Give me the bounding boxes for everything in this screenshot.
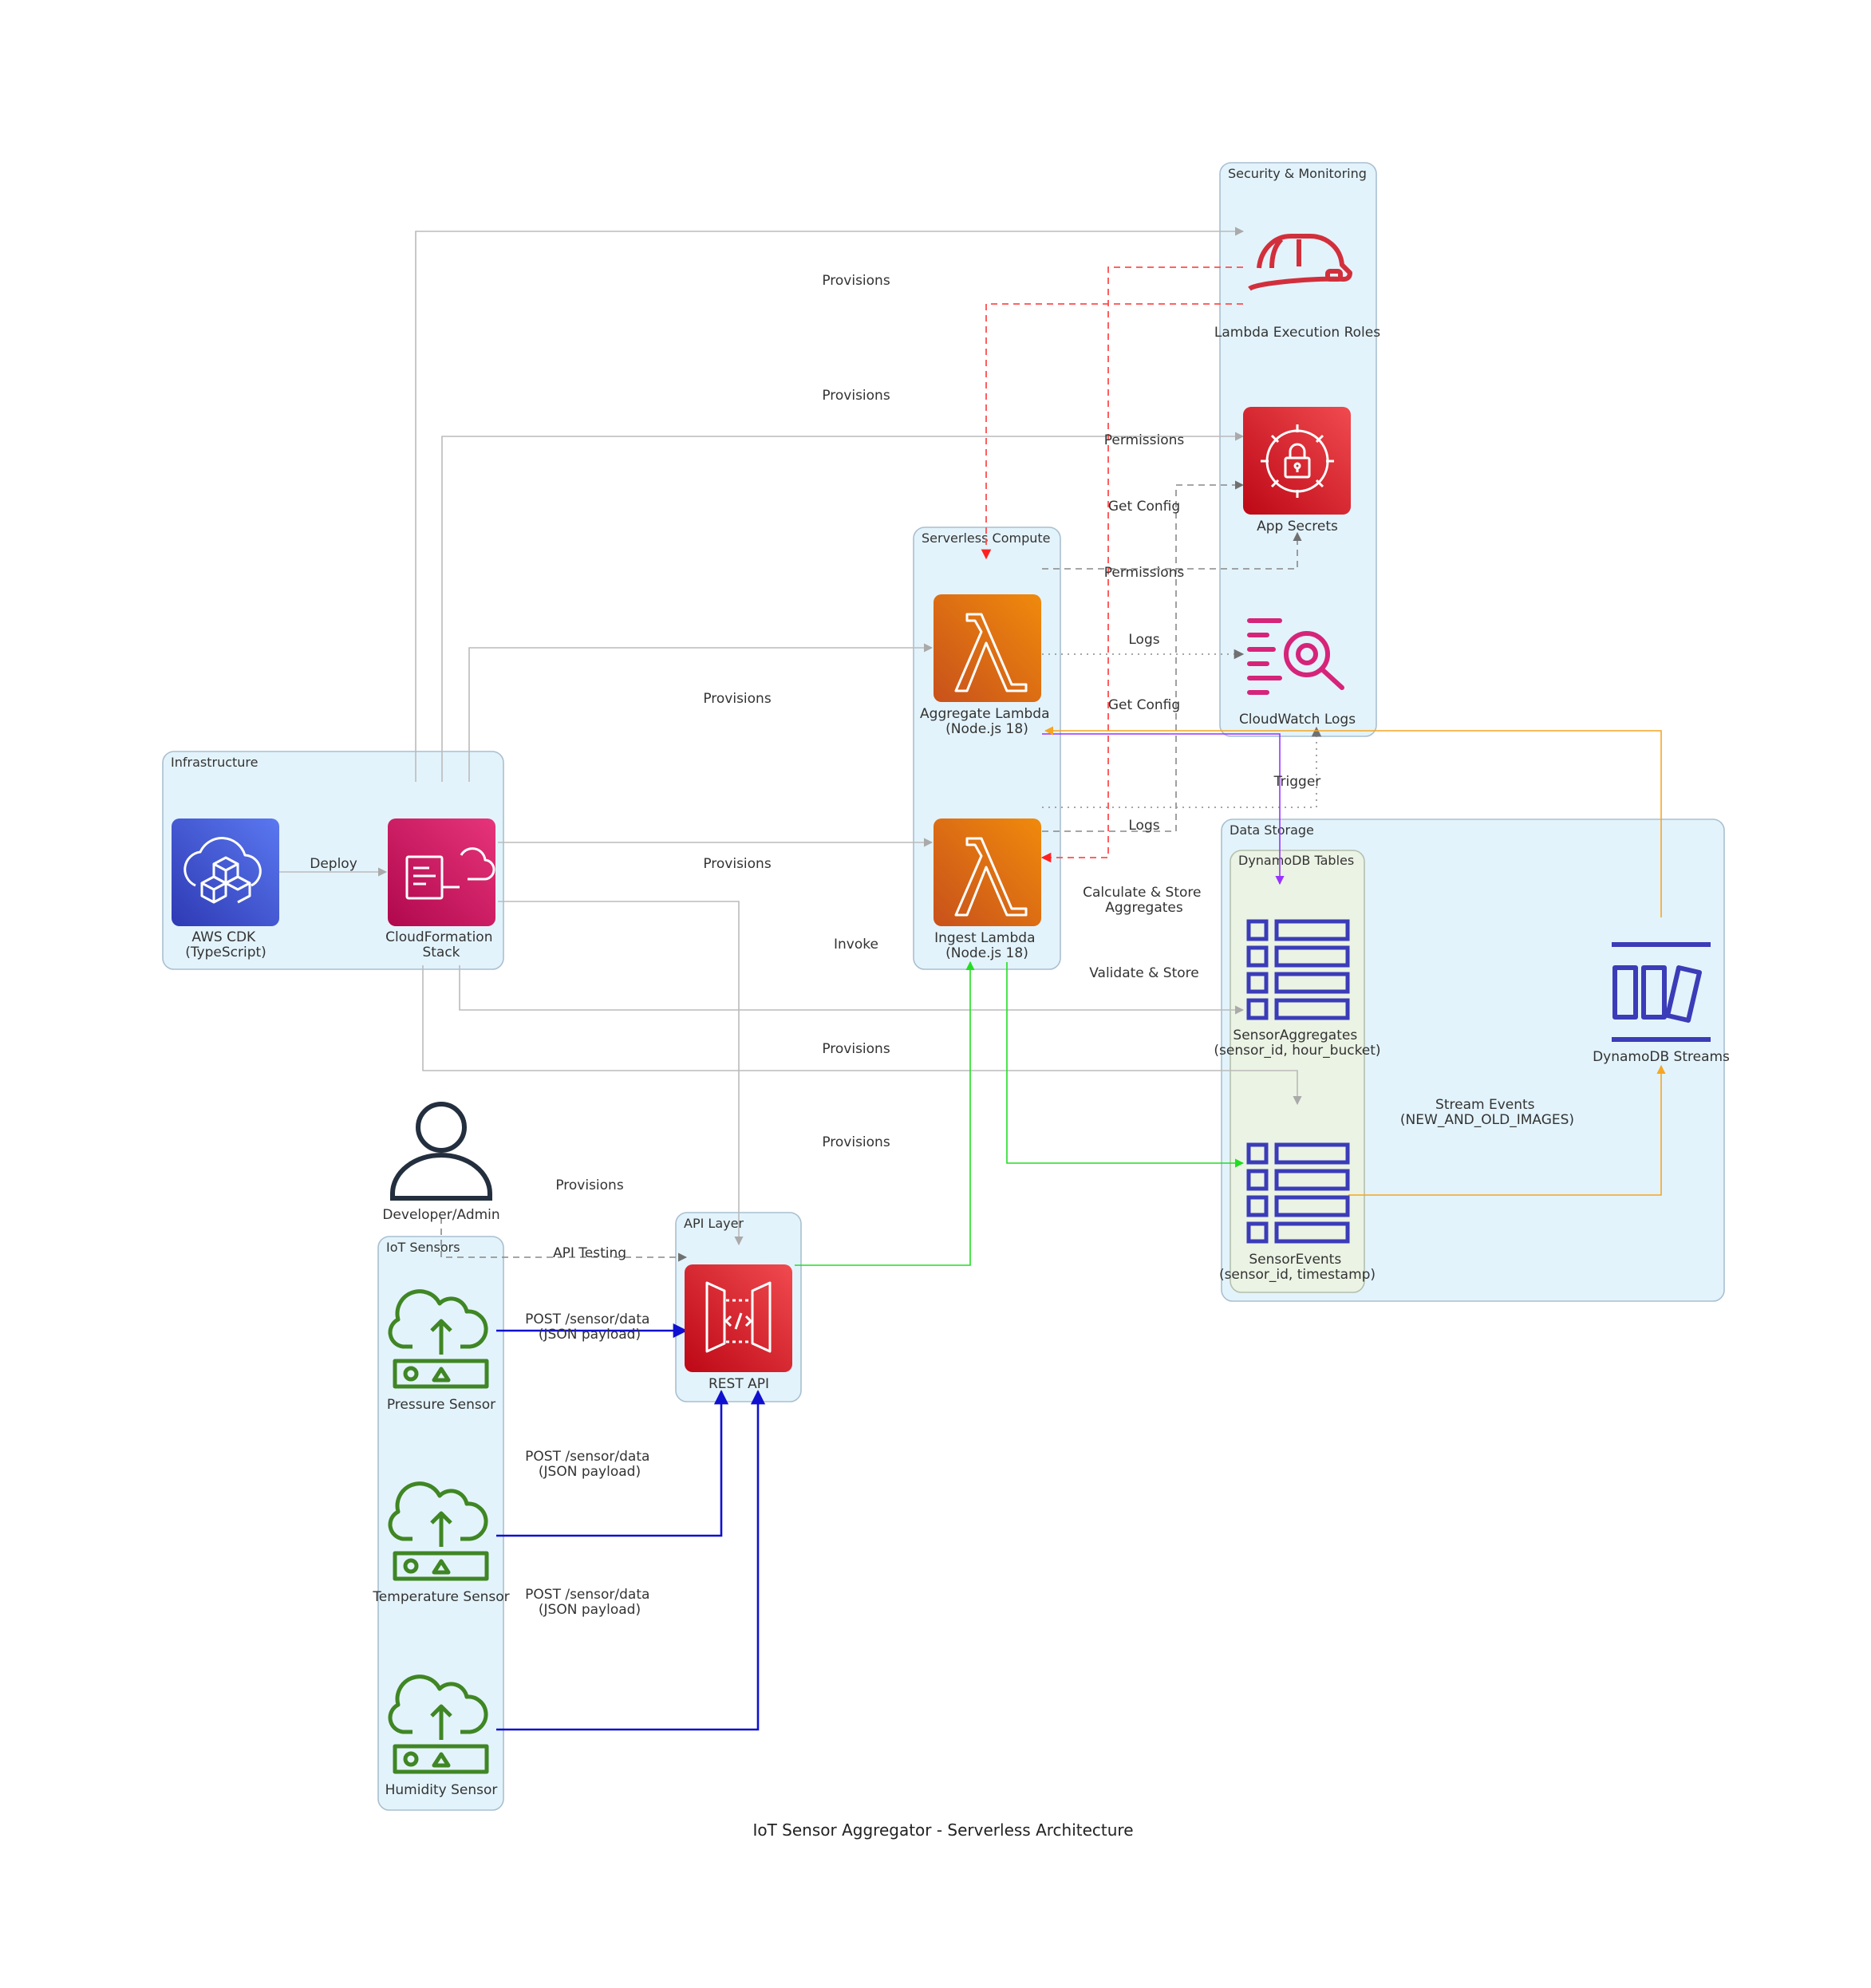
label-provisions-aggregate: Provisions (703, 691, 772, 707)
temperature-sensor-label: Temperature Sensor (372, 1589, 509, 1605)
group-label-dynamodb-tables: DynamoDB Tables (1238, 853, 1354, 868)
label-provisions-ingest: Provisions (703, 856, 772, 872)
label-deploy: Deploy (310, 856, 357, 872)
label-post-humidity: POST /sensor/data (JSON payload) (525, 1587, 654, 1618)
label-provisions-roles: Provisions (822, 273, 890, 289)
node-humidity-sensor[interactable]: Humidity Sensor (385, 1674, 498, 1798)
node-dynamodb-streams[interactable]: DynamoDB Streams (1593, 942, 1730, 1065)
label-logs-1: Logs (1128, 632, 1159, 648)
iot-sensor-icon (388, 1289, 489, 1389)
config-edges (440, 480, 1302, 1262)
edge-provisions-secrets (441, 432, 1245, 782)
label-get-config-1: Get Config (1108, 499, 1180, 515)
node-developer[interactable]: Developer/Admin (382, 1102, 500, 1223)
node-app-secrets[interactable]: App Secrets (1243, 407, 1351, 534)
edge-permissions-aggregate (981, 303, 1243, 560)
label-trigger: Trigger (1273, 774, 1321, 790)
sensor-events-label: SensorEvents (sensor_id, timestamp) (1219, 1252, 1376, 1283)
label-permissions-2: Permissions (1104, 565, 1185, 581)
label-provisions-secrets: Provisions (822, 388, 890, 404)
label-provisions-events-table: Provisions (822, 1134, 890, 1150)
app-secrets-label: App Secrets (1257, 519, 1338, 534)
dynamodb-table-icon (1246, 1142, 1350, 1244)
label-provisions-api: Provisions (555, 1177, 624, 1193)
label-logs-2: Logs (1128, 818, 1159, 834)
group-label-api-layer: API Layer (684, 1216, 744, 1231)
cloudwatch-logs-label: CloudWatch Logs (1239, 712, 1356, 728)
lambda-roles-label: Lambda Execution Roles (1214, 325, 1380, 341)
secrets-manager-icon (1243, 407, 1351, 515)
permission-edges (981, 266, 1243, 863)
edge-post-humidity (496, 1390, 766, 1731)
group-label-infrastructure: Infrastructure (171, 755, 258, 770)
sensor-aggregates-label: SensorAggregates (sensor_id, hour_bucket… (1214, 1028, 1380, 1059)
node-ingest-lambda[interactable]: Ingest Lambda (Node.js 18) (934, 818, 1041, 961)
node-aws-cdk[interactable]: AWS CDK (TypeScript) (172, 818, 279, 960)
edge-trigger (1044, 726, 1662, 917)
node-sensor-aggregates[interactable]: SensorAggregates (sensor_id, hour_bucket… (1214, 919, 1381, 1059)
edge-labels: Deploy Provisions Provisions Provisions … (310, 273, 1574, 1618)
cloudwatch-logs-icon (1247, 618, 1344, 695)
label-calc-store: Calculate & Store Aggregates (1083, 885, 1206, 916)
pressure-sensor-label: Pressure Sensor (387, 1397, 495, 1413)
humidity-sensor-label: Humidity Sensor (385, 1782, 498, 1798)
node-pressure-sensor[interactable]: Pressure Sensor (387, 1289, 495, 1413)
label-get-config-2: Get Config (1108, 697, 1180, 713)
edge-get-config-aggregate (1042, 531, 1302, 570)
node-aggregate-lambda[interactable]: Aggregate Lambda (Node.js 18) (920, 594, 1054, 737)
node-temperature-sensor[interactable]: Temperature Sensor (372, 1481, 510, 1605)
edge-invoke (795, 960, 975, 1266)
group-label-serverless-compute: Serverless Compute (922, 531, 1050, 546)
edge-provisions-api (498, 901, 744, 1246)
user-icon (390, 1102, 492, 1201)
sensor-edges (496, 1323, 766, 1731)
cloudformation-label: CloudFormation Stack (385, 929, 497, 960)
developer-label: Developer/Admin (382, 1207, 499, 1223)
label-post-pressure: POST /sensor/data (JSON payload) (525, 1312, 654, 1343)
edge-post-temperature (496, 1390, 729, 1537)
edge-stream-events (1348, 1064, 1666, 1196)
node-rest-api[interactable]: REST API (685, 1264, 792, 1392)
diagram-title: IoT Sensor Aggregator - Serverless Archi… (752, 1820, 1133, 1840)
node-lambda-roles[interactable]: Lambda Execution Roles (1214, 234, 1380, 341)
aws-cdk-label: AWS CDK (TypeScript) (185, 929, 266, 960)
aggregate-lambda-label: Aggregate Lambda (Node.js 18) (920, 706, 1054, 737)
edge-provisions-events-table (422, 965, 1302, 1106)
label-post-temperature: POST /sensor/data (JSON payload) (525, 1449, 654, 1480)
iam-role-icon (1248, 234, 1352, 291)
edge-permissions-ingest (1040, 266, 1243, 863)
node-cloudwatch-logs[interactable]: CloudWatch Logs (1239, 618, 1356, 728)
node-cloudformation[interactable]: CloudFormation Stack (385, 818, 497, 960)
ingest-lambda-label: Ingest Lambda (Node.js 18) (934, 930, 1040, 961)
label-api-testing: API Testing (553, 1245, 626, 1261)
edge-logs-ingest (1042, 726, 1322, 808)
edge-api-testing (440, 1217, 688, 1262)
edge-provisions-roles (415, 227, 1245, 782)
group-label-security-monitoring: Security & Monitoring (1228, 166, 1367, 181)
label-invoke: Invoke (834, 937, 878, 953)
edge-validate-store (1006, 962, 1245, 1168)
group-label-data-storage: Data Storage (1230, 822, 1314, 838)
dynamodb-table-icon (1246, 919, 1350, 1020)
edge-get-config-ingest (1042, 480, 1245, 832)
provision-edges (279, 227, 1302, 1246)
edge-calc-store (1042, 733, 1285, 886)
edge-provisions-aggregate (468, 643, 934, 782)
dynamodb-streams-label: DynamoDB Streams (1593, 1049, 1730, 1065)
label-provisions-aggregates-table: Provisions (822, 1041, 890, 1057)
label-permissions-1: Permissions (1104, 432, 1185, 448)
node-sensor-events[interactable]: SensorEvents (sensor_id, timestamp) (1219, 1142, 1376, 1283)
dynamodb-streams-icon (1612, 942, 1711, 1042)
group-label-iot-sensors: IoT Sensors (386, 1240, 460, 1255)
iot-sensor-icon (388, 1674, 489, 1774)
label-validate-store: Validate & Store (1089, 965, 1199, 981)
iot-sensor-icon (388, 1481, 489, 1581)
label-stream-events: Stream Events (NEW_AND_OLD_IMAGES) (1400, 1097, 1574, 1128)
edge-provisions-aggregates-table (459, 965, 1245, 1015)
rest-api-label: REST API (709, 1376, 769, 1392)
log-edges (1042, 649, 1322, 808)
